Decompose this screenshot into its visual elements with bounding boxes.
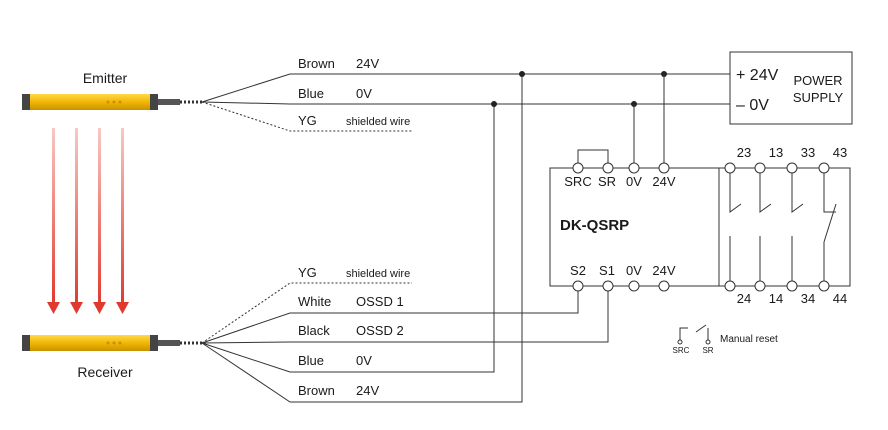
receiver-wire-yg-signal: shielded wire — [346, 268, 410, 280]
emitter-wire-yg — [201, 101, 412, 132]
dk-qsrp-module — [549, 167, 851, 287]
module-name: DK-QSRP — [560, 217, 629, 234]
receiver-wire-white-signal: OSSD 1 — [356, 294, 404, 309]
relay-contact-23-24 — [729, 168, 742, 286]
relay-top-label-1: 23 — [737, 145, 751, 160]
terminal-src — [572, 162, 584, 174]
power-title-line2: SUPPLY — [793, 90, 844, 105]
emitter-wire-brown-signal: 24V — [356, 56, 379, 71]
bottom-terminal-label-3: 0V — [626, 263, 642, 278]
receiver-wire-blue-color: Blue — [298, 353, 324, 368]
receiver-wire-white-color: White — [298, 294, 331, 309]
manual-reset-switch-icon — [677, 324, 711, 345]
beam-4 — [121, 128, 124, 306]
relay-top-label-3: 33 — [801, 145, 815, 160]
receiver-wire-blue — [201, 104, 495, 373]
receiver-wires — [201, 74, 609, 403]
manual-reset-src-label: SRC — [673, 346, 690, 355]
emitter-wire-blue-color: Blue — [298, 86, 324, 101]
relay-bottom-label-3: 34 — [801, 291, 815, 306]
terminal-24v-top — [658, 162, 670, 174]
psu-to-module-wires — [633, 74, 665, 164]
relay-contact-33-34 — [791, 168, 804, 286]
receiver-wire-brown — [201, 74, 523, 403]
bottom-terminal-label-1: S2 — [570, 263, 586, 278]
terminal-s1 — [602, 280, 614, 292]
bottom-terminal-label-2: S1 — [599, 263, 615, 278]
top-terminal-label-1: SRC — [564, 174, 591, 189]
relay-top-label-2: 13 — [769, 145, 783, 160]
emitter-wire-brown-color: Brown — [298, 56, 335, 71]
top-terminal-label-2: SR — [598, 174, 616, 189]
power-supply — [729, 51, 853, 125]
top-terminals — [572, 162, 670, 174]
junction-dots — [491, 71, 667, 107]
light-beams — [47, 128, 129, 314]
beam-1 — [52, 128, 55, 306]
emitter-label: Emitter — [83, 70, 128, 86]
emitter-wire-blue — [201, 101, 730, 105]
emitter-sensor — [22, 94, 202, 110]
manual-reset-label: Manual reset — [720, 334, 778, 345]
emitter-wire-brown — [201, 73, 730, 103]
receiver-wire-white — [201, 286, 579, 344]
relay-contact-13-14 — [759, 168, 772, 286]
relay-terminals — [724, 162, 830, 292]
beam-2 — [75, 128, 78, 306]
power-plus-label: + 24V — [736, 67, 779, 84]
receiver-wire-black — [201, 286, 609, 344]
terminal-0v-bottom — [628, 280, 640, 292]
terminal-s2 — [572, 280, 584, 292]
relay-contacts — [729, 168, 837, 286]
relay-bottom-label-4: 44 — [833, 291, 847, 306]
src-sr-jumper — [577, 149, 609, 164]
receiver-wire-brown-color: Brown — [298, 383, 335, 398]
receiver-wire-yg-color: YG — [298, 265, 317, 280]
emitter-wire-yg-color: YG — [298, 113, 317, 128]
beam-3 — [98, 128, 101, 306]
receiver-wire-black-color: Black — [298, 323, 330, 338]
receiver-sensor — [22, 335, 202, 351]
top-terminal-label-4: 24V — [652, 174, 675, 189]
emitter-wire-yg-signal: shielded wire — [346, 116, 410, 128]
top-terminal-label-3: 0V — [626, 174, 642, 189]
receiver-wire-brown-signal: 24V — [356, 383, 379, 398]
manual-reset-sr-label: SR — [702, 346, 713, 355]
terminal-0v-top — [628, 162, 640, 174]
bottom-terminal-label-4: 24V — [652, 263, 675, 278]
emitter-wire-blue-signal: 0V — [356, 86, 372, 101]
terminal-sr — [602, 162, 614, 174]
relay-bottom-label-2: 14 — [769, 291, 783, 306]
relay-bottom-label-1: 24 — [737, 291, 751, 306]
emitter-wires — [201, 73, 730, 132]
relay-top-label-4: 43 — [833, 145, 847, 160]
relay-contact-43-44 — [823, 168, 837, 286]
receiver-label: Receiver — [77, 364, 133, 380]
power-title-line1: POWER — [793, 73, 842, 88]
receiver-wire-black-signal: OSSD 2 — [356, 323, 404, 338]
bottom-terminals — [572, 280, 670, 292]
receiver-wire-blue-signal: 0V — [356, 353, 372, 368]
terminal-24v-bottom — [658, 280, 670, 292]
power-minus-label: – 0V — [736, 97, 769, 114]
